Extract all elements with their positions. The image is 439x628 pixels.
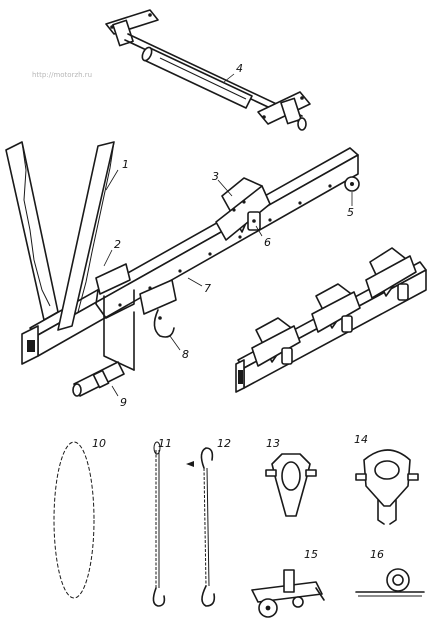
hook-bracket-part — [95, 263, 177, 371]
swivel-shackle-part — [355, 449, 419, 525]
callout-5: 5 — [347, 206, 354, 219]
callout-labels: 1 2 3 4 5 6 7 8 9 10 11 12 13 14 15 16 — [92, 62, 384, 561]
left-strut — [5, 141, 59, 321]
spreader-bar-part — [105, 9, 311, 131]
callout-11: 11 — [158, 437, 172, 450]
callout-1: 1 — [122, 158, 129, 171]
trolley-part — [251, 569, 325, 618]
watermark-text: http://motorzh.ru — [32, 71, 92, 79]
latch-part — [72, 361, 125, 397]
callout-6: 6 — [264, 236, 271, 249]
callout-9: 9 — [120, 396, 127, 409]
roller-plate-part — [355, 568, 425, 597]
chain-loop-part — [53, 441, 95, 599]
callout-7: 7 — [204, 282, 211, 295]
saddle-beam-assembly — [235, 247, 427, 393]
sling-hook-part — [152, 441, 166, 607]
callout-15: 15 — [304, 548, 318, 561]
callout-16: 16 — [370, 548, 384, 561]
roller-part — [344, 176, 360, 192]
callout-4: 4 — [236, 62, 243, 75]
callout-8: 8 — [182, 348, 189, 361]
callout-14: 14 — [354, 433, 368, 446]
leader-lines — [103, 73, 353, 397]
saddle-part — [215, 177, 271, 241]
strut-part — [57, 141, 115, 331]
callout-12: 12 — [217, 437, 231, 450]
callout-3: 3 — [212, 170, 219, 183]
callout-2: 2 — [114, 238, 121, 251]
double-hook-sling-part — [186, 447, 216, 607]
callout-13: 13 — [266, 437, 280, 450]
callout-10: 10 — [92, 437, 106, 450]
shackle-part — [265, 453, 317, 517]
